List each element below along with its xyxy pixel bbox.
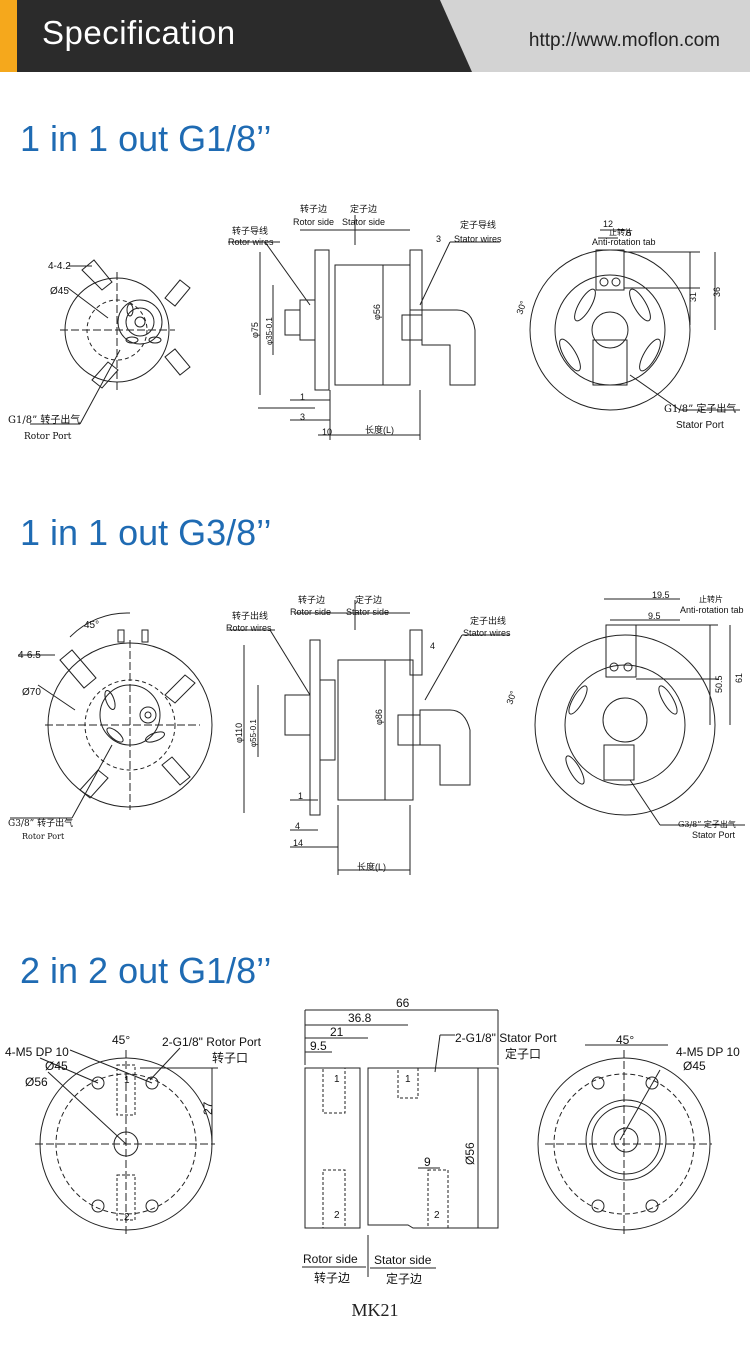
- dimension-label: 4-6.5: [18, 650, 41, 661]
- dimension-label: 36.8: [348, 1011, 372, 1025]
- dimension-label: 8: [626, 228, 631, 238]
- header-bar: Specification http://www.moflon.com: [0, 0, 750, 72]
- dimension-label: Ø70: [22, 687, 41, 698]
- dimension-label: 1: [334, 1074, 340, 1085]
- dimension-label: Anti-rotation tab: [592, 237, 656, 247]
- dimension-label: Rotor side: [303, 1252, 358, 1266]
- dimension-label: G3/8” 定子出气: [678, 819, 736, 829]
- dimension-label: 止转片: [609, 227, 633, 237]
- dimension-label: 31: [688, 292, 698, 302]
- dimension-label: 1: [300, 392, 305, 402]
- dimension-label: 36: [712, 287, 722, 297]
- dimension-label: 2-G1/8" Rotor Port: [162, 1035, 262, 1049]
- header-background: [0, 0, 750, 72]
- page-title: Specification: [42, 14, 236, 51]
- dimension-label: 12: [603, 219, 613, 229]
- dimension-label: Ø45: [683, 1059, 706, 1073]
- dimension-label: 长度(L): [365, 424, 394, 435]
- dimension-label: Stator wires: [463, 628, 511, 638]
- dimension-label: 2: [124, 1212, 130, 1223]
- dimension-label: 转子边: [314, 1270, 350, 1285]
- dimension-label: 转子导线: [232, 225, 268, 236]
- dimension-label: G1/8” 转子出气: [8, 413, 80, 426]
- dimension-label: 定子口: [505, 1046, 541, 1061]
- dimension-label: 19.5: [652, 590, 670, 600]
- section-3-drawing: 4-M5 DP 10 Ø45 Ø56 45° 2-G1/8" Rotor Por…: [5, 996, 740, 1286]
- dimension-label: 转子出线: [232, 610, 268, 621]
- dimension-label: 45°: [84, 620, 99, 631]
- dimension-label: 45°: [616, 1033, 634, 1047]
- section-2-title: 1 in 1 out G3/8’’: [20, 512, 272, 553]
- dimension-label: Stator side: [346, 607, 389, 617]
- dimension-label: 定子导线: [460, 219, 496, 230]
- dimension-label: φ35-0.1: [265, 317, 274, 345]
- accent-stripe: [0, 0, 17, 72]
- dimension-label: 转子边: [300, 203, 327, 214]
- dimension-label: Rotor wires: [226, 623, 272, 633]
- dimension-label: 30°: [504, 689, 518, 706]
- dimension-label: φ56: [372, 304, 382, 320]
- dimension-label: 转子口: [212, 1050, 248, 1065]
- dimension-label: 定子边: [386, 1271, 422, 1286]
- dimension-label: Stator wires: [454, 234, 502, 244]
- dimension-label: 定子边: [355, 594, 382, 605]
- dimension-label: Ø56: [25, 1075, 48, 1089]
- dimension-label: 4-M5 DP 10: [5, 1045, 69, 1059]
- model-number: MK21: [351, 1300, 399, 1320]
- dimension-label: Ø45: [45, 1059, 68, 1073]
- section-1-drawing: 4-4.2 Ø45 G1/8” 转子出气 Rotor Port 转子边 定子边 …: [8, 203, 740, 442]
- dimension-label: 9.5: [648, 611, 661, 621]
- dimension-label: 9: [424, 1155, 431, 1169]
- dimension-label: 1: [405, 1074, 411, 1085]
- dimension-label: 45°: [112, 1033, 130, 1047]
- dimension-label: 2: [334, 1210, 340, 1221]
- dimension-label: 61: [734, 673, 744, 683]
- dimension-label: Ø45: [50, 286, 69, 297]
- dimension-label: 66: [396, 996, 410, 1010]
- dimension-label: 1: [124, 1075, 130, 1086]
- dimension-label: 14: [293, 838, 303, 848]
- website-link[interactable]: http://www.moflon.com: [528, 30, 720, 51]
- dimension-label: Rotor wires: [228, 237, 274, 247]
- dimension-label: 21: [330, 1025, 344, 1039]
- dimension-label: 3: [300, 412, 305, 422]
- dimension-label: 定子出线: [470, 615, 506, 626]
- dimension-label: 2: [434, 1210, 440, 1221]
- section-2-drawing: 45° 4-6.5 Ø70 G3/8” 转子出气 Rotor Port 转子边 …: [8, 590, 745, 875]
- dimension-label: 1: [298, 791, 303, 801]
- dimension-label: G3/8” 转子出气: [8, 817, 73, 829]
- dimension-label: 4: [430, 641, 435, 651]
- dimension-label: 转子边: [298, 594, 325, 605]
- section-3-title: 2 in 2 out G1/8’’: [20, 950, 272, 991]
- dimension-label: Rotor side: [290, 607, 331, 617]
- dimension-label: Ø56: [463, 1142, 477, 1165]
- dimension-label: 10: [322, 427, 332, 437]
- dimension-label: Rotor Port: [24, 432, 72, 442]
- dimension-label: G1/8” 定子出气: [664, 402, 736, 415]
- dimension-label: Stator side: [342, 217, 385, 227]
- dimension-label: 9.5: [310, 1039, 327, 1053]
- dimension-label: 定子边: [350, 203, 377, 214]
- dimension-label: 4-M5 DP 10: [676, 1045, 740, 1059]
- dimension-label: Rotor Port: [22, 832, 65, 841]
- dimension-label: φ75: [250, 322, 260, 338]
- dimension-label: 30°: [514, 299, 528, 316]
- dimension-label: Rotor side: [293, 217, 334, 227]
- dimension-label: φ110: [234, 723, 244, 743]
- dimension-label: 长度(L): [357, 861, 386, 872]
- dimension-label: Stator side: [374, 1253, 432, 1267]
- dimension-label: 2-G1/8" Stator Port: [455, 1031, 557, 1045]
- dimension-label: 27: [201, 1101, 215, 1115]
- dimension-label: 3: [436, 234, 441, 244]
- dimension-label: 4-4.2: [48, 261, 71, 272]
- dimension-label: Stator Port: [676, 420, 724, 431]
- dimension-label: 50.5: [714, 675, 724, 693]
- dimension-label: 止转片: [699, 594, 723, 604]
- dimension-label: φ86: [374, 709, 384, 725]
- dimension-label: Stator Port: [692, 830, 736, 840]
- dimension-label: φ55-0.1: [249, 719, 258, 747]
- section-1-title: 1 in 1 out G1/8’’: [20, 118, 272, 159]
- dimension-label: Anti-rotation tab: [680, 605, 744, 615]
- dimension-label: 4: [295, 821, 300, 831]
